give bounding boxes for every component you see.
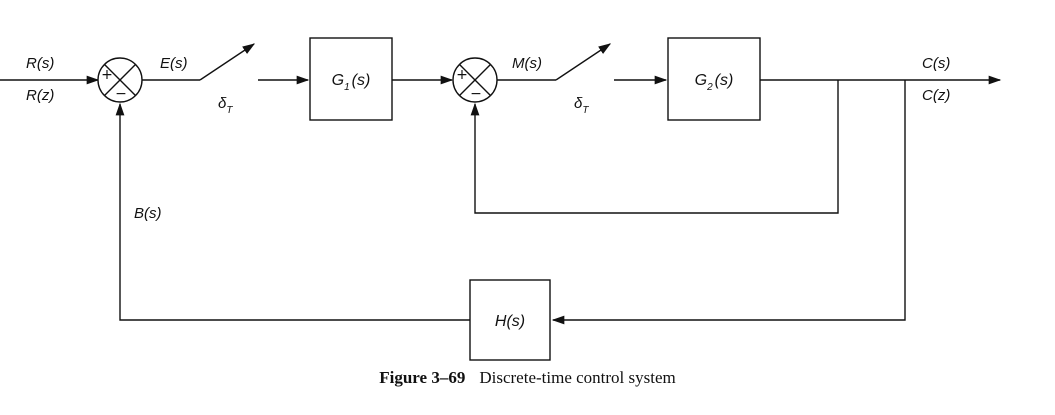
sampler-1-label: δT: [218, 95, 233, 116]
output-label-z: C(z): [922, 87, 950, 104]
sampler-2-switch: [555, 43, 612, 81]
h-label: H(s): [495, 313, 525, 330]
figure-number: Figure 3–69: [379, 368, 466, 387]
figure-caption: Figure 3–69 Discrete-time control system: [0, 368, 1055, 388]
feedback-label: B(s): [134, 205, 162, 222]
input-label-z: R(z): [26, 87, 54, 104]
g2-block: [667, 37, 761, 121]
outer-feedback-path-to-sum: [115, 102, 470, 321]
figure-caption-text: Discrete-time control system: [479, 368, 676, 387]
sampler-2-label: δT: [574, 95, 589, 116]
sum-2-plus-sign: +: [456, 67, 468, 83]
error-label: E(s): [160, 55, 188, 72]
inner-feedback-path: [470, 80, 839, 214]
outer-feedback-path-to-h: [551, 80, 906, 325]
sum-1-minus-sign: −: [115, 86, 127, 102]
manipulated-label: M(s): [512, 55, 542, 72]
h-block: [469, 279, 551, 361]
sum-2-minus-sign: −: [470, 86, 482, 102]
output-label-s: C(s): [922, 55, 950, 72]
g2-label: G2(s): [695, 72, 734, 93]
summing-junction-2: [452, 57, 498, 103]
g1-label: G1(s): [332, 72, 371, 93]
sum-1-plus-sign: +: [101, 67, 113, 83]
input-label-s: R(s): [26, 55, 54, 72]
sampler-1-switch: [199, 43, 256, 81]
g1-block: [309, 37, 393, 121]
